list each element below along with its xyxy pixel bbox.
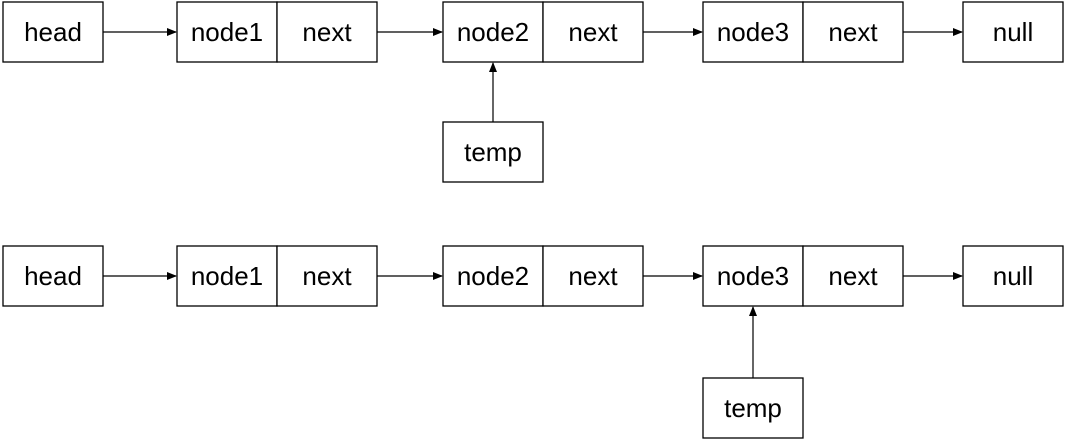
next-label: next bbox=[568, 261, 618, 291]
node-next-cell bbox=[802, 1, 904, 63]
temp-label: temp bbox=[464, 137, 522, 167]
node-data-cell bbox=[442, 245, 544, 307]
node-data-cell bbox=[702, 1, 804, 63]
head-label: head bbox=[24, 17, 82, 47]
node-next-cell bbox=[276, 1, 378, 63]
list-node-2: node2 next bbox=[442, 1, 644, 63]
node-next-cell bbox=[542, 1, 644, 63]
node-next-cell bbox=[802, 245, 904, 307]
head-box bbox=[2, 1, 104, 63]
node-label: node3 bbox=[717, 261, 789, 291]
list-node-1: node1 next bbox=[176, 245, 378, 307]
temp-label: temp bbox=[724, 393, 782, 423]
node-label: node2 bbox=[457, 17, 529, 47]
list-node-3: node3 next bbox=[702, 245, 904, 307]
node-label: node2 bbox=[457, 261, 529, 291]
node-data-cell bbox=[702, 245, 804, 307]
next-label: next bbox=[828, 261, 878, 291]
null-box bbox=[962, 245, 1064, 307]
list-node-1: node1 next bbox=[176, 1, 378, 63]
next-label: next bbox=[302, 261, 352, 291]
null-label: null bbox=[993, 261, 1033, 291]
list-row-2: head node1 next node2 next node3 next nu… bbox=[2, 245, 1064, 439]
list-node-3: node3 next bbox=[702, 1, 904, 63]
temp-box bbox=[442, 121, 544, 183]
list-row-1: head node1 next node2 next node3 next nu… bbox=[2, 1, 1064, 183]
node-label: node3 bbox=[717, 17, 789, 47]
next-label: next bbox=[568, 17, 618, 47]
list-node-2: node2 next bbox=[442, 245, 644, 307]
next-label: next bbox=[828, 17, 878, 47]
null-label: null bbox=[993, 17, 1033, 47]
temp-box bbox=[702, 377, 804, 439]
head-label: head bbox=[24, 261, 82, 291]
null-box bbox=[962, 1, 1064, 63]
node-data-cell bbox=[176, 1, 278, 63]
node-label: node1 bbox=[191, 261, 263, 291]
node-label: node1 bbox=[191, 17, 263, 47]
node-data-cell bbox=[176, 245, 278, 307]
next-label: next bbox=[302, 17, 352, 47]
